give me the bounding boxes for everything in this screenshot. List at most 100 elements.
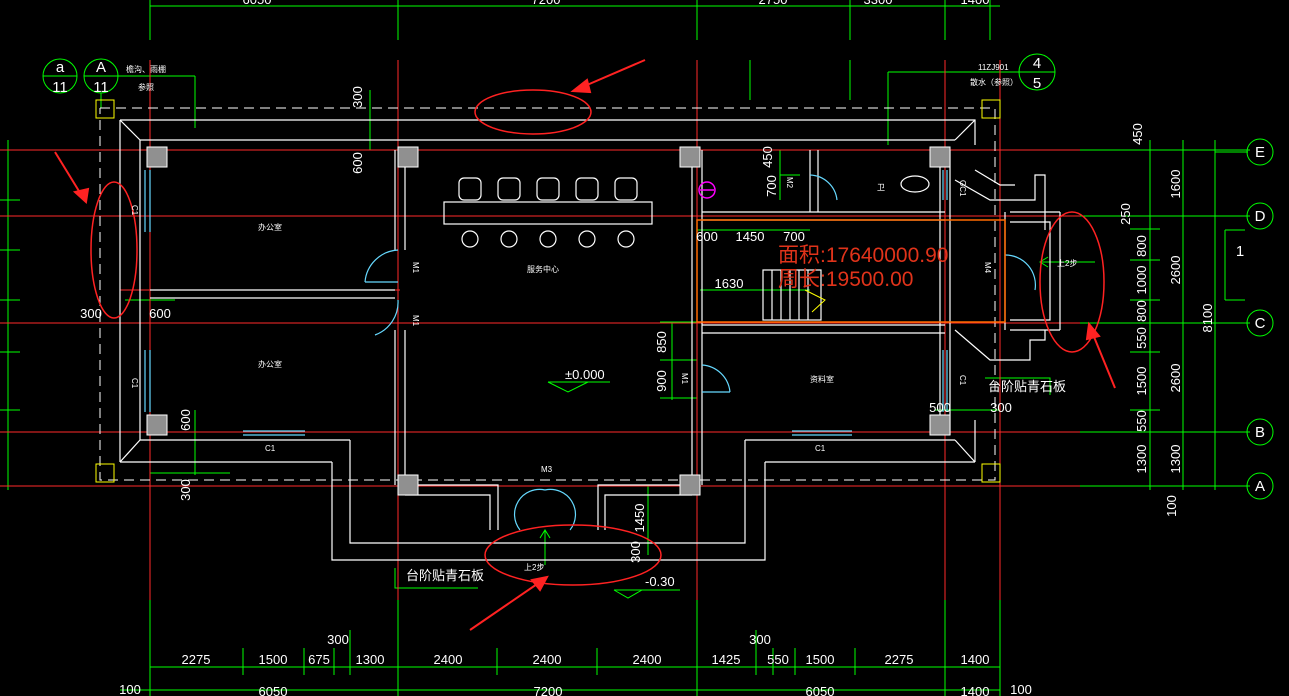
sink-fixture xyxy=(698,181,716,199)
door-m1-a: M1 xyxy=(411,262,420,274)
up-steps-bottom: 上2步 xyxy=(524,563,544,572)
detail-a-bottom: 11 xyxy=(52,79,68,96)
measured-area-outline xyxy=(696,219,1006,323)
detail-b-bottom: 11 xyxy=(93,79,109,96)
bottom-dim-2: 1500 xyxy=(259,652,288,667)
room-wc: 卫 xyxy=(877,183,885,192)
dim-500: 500 xyxy=(929,400,951,415)
dim-300-top: 300 xyxy=(350,86,365,108)
bottom2-dim-3: 7200 xyxy=(534,684,563,696)
area-readout: 面积:17640000.90 xyxy=(778,244,948,267)
door-m1-c: M1 xyxy=(680,373,689,385)
window-c1-bottom-left: C1 xyxy=(265,444,276,453)
dim-600-b: 600 xyxy=(149,306,171,321)
bottom-extra-1: 300 xyxy=(327,632,349,647)
bottom-dim-7: 2400 xyxy=(633,652,662,667)
window-c1-right: C1 xyxy=(958,375,967,386)
right-dim-2600b: 2600 xyxy=(1168,364,1183,393)
dim-900: 900 xyxy=(654,370,669,392)
top-dim-2: 7200 xyxy=(532,0,561,7)
detail-a-top: a xyxy=(56,59,65,76)
dim-600-c: 600 xyxy=(178,409,193,431)
top-dim-5: 1400 xyxy=(961,0,990,7)
dim-1630: 1630 xyxy=(715,276,744,291)
bottom-dim-11: 2275 xyxy=(885,652,914,667)
top-dim-1: 6050 xyxy=(243,0,272,7)
ref-sub: 散水（参照） xyxy=(970,77,1018,87)
window-c1-left-top: C1 xyxy=(130,205,139,216)
bottom2-dim-1: 100 xyxy=(119,682,141,696)
right-mid-1300: 1300 xyxy=(1134,445,1149,474)
room-service-center: 服务中心 xyxy=(527,264,559,274)
right-outer-8100: 8100 xyxy=(1200,304,1215,333)
step-label-right: 台阶贴青石板 xyxy=(988,379,1066,394)
right-outer-100: 100 xyxy=(1164,495,1179,517)
step-label-bottom: 台阶贴青石板 xyxy=(406,568,484,583)
up-steps-right: 上2步 xyxy=(1057,259,1077,268)
dim-1450-b: 1450 xyxy=(632,504,647,533)
room-office-2: 办公室 xyxy=(258,359,282,369)
dim-600-a: 600 xyxy=(350,152,365,174)
bottom-dim-5: 2400 xyxy=(434,652,463,667)
bottom-dim-10: 1500 xyxy=(806,652,835,667)
window-gc1: GC1 xyxy=(958,180,967,197)
detail-b-top: A xyxy=(96,59,106,76)
right-dim-2600a: 2600 xyxy=(1168,256,1183,285)
door-m4: M4 xyxy=(983,262,992,274)
room-office-1: 办公室 xyxy=(258,222,282,232)
roof-outline xyxy=(99,107,996,481)
dim-300-right: 300 xyxy=(990,400,1012,415)
door-m1-b: M1 xyxy=(411,315,420,327)
right-mid-800b: 800 xyxy=(1134,300,1149,322)
dim-1450-a: 1450 xyxy=(736,229,765,244)
dim-300-left: 300 xyxy=(80,306,102,321)
dim-700-b: 700 xyxy=(783,229,805,244)
bottom2-dim-4: 6050 xyxy=(806,684,835,696)
stair-arrow xyxy=(804,289,826,313)
columns xyxy=(146,146,951,496)
axis-C: C xyxy=(1255,315,1266,332)
gutter-label: 檐沟、雨棚 xyxy=(126,64,166,74)
column-markers xyxy=(95,99,1001,483)
dim-600-d: 600 xyxy=(696,229,718,244)
bottom-dim-3: 675 xyxy=(308,652,330,667)
elevation-minus: -0.30 xyxy=(645,574,675,589)
right-mid-1500: 1500 xyxy=(1134,367,1149,396)
right-dim-450: 450 xyxy=(1130,123,1145,145)
right-mid-1000: 1000 xyxy=(1134,266,1149,295)
door-m2: M2 xyxy=(785,177,794,189)
detail-right-bottom: 5 xyxy=(1033,75,1041,92)
section-label: 1 xyxy=(1236,243,1244,260)
bottom2-dim-2: 6050 xyxy=(259,684,288,696)
window-c1-left-bottom: C1 xyxy=(130,378,139,389)
bottom-dim-12: 1400 xyxy=(961,652,990,667)
detail-right-top: 4 xyxy=(1033,55,1041,72)
right-mid-800a: 800 xyxy=(1134,235,1149,257)
door-m3: M3 xyxy=(541,465,553,474)
right-mid-250: 250 xyxy=(1118,203,1133,225)
right-mid-550b: 550 xyxy=(1134,410,1149,432)
walls xyxy=(119,119,1061,561)
bottom-dim-4: 1300 xyxy=(356,652,385,667)
bottom-dim-8: 1425 xyxy=(712,652,741,667)
room-reading: 资料室 xyxy=(810,374,834,384)
gutter-ref-label: 参照 xyxy=(138,82,154,92)
annotation-marks xyxy=(90,89,1105,586)
dim-450: 450 xyxy=(760,146,775,168)
windows xyxy=(144,170,1037,531)
top-dim-4: 3300 xyxy=(864,0,893,7)
bottom-dim-6: 2400 xyxy=(533,652,562,667)
ref-code: 11ZJ901 xyxy=(978,63,1009,72)
right-dim-1300: 1300 xyxy=(1168,445,1183,474)
dim-300-c: 300 xyxy=(628,541,643,563)
axis-E: E xyxy=(1255,144,1265,161)
elevation-zero: ±0.000 xyxy=(565,367,605,382)
bottom-dim-1: 2275 xyxy=(182,652,211,667)
axis-D: D xyxy=(1255,208,1266,225)
window-c1-bottom-right: C1 xyxy=(815,444,826,453)
bottom-extra-2: 300 xyxy=(749,632,771,647)
annotation-arrows xyxy=(54,59,1116,631)
top-dim-3: 2750 xyxy=(759,0,788,7)
